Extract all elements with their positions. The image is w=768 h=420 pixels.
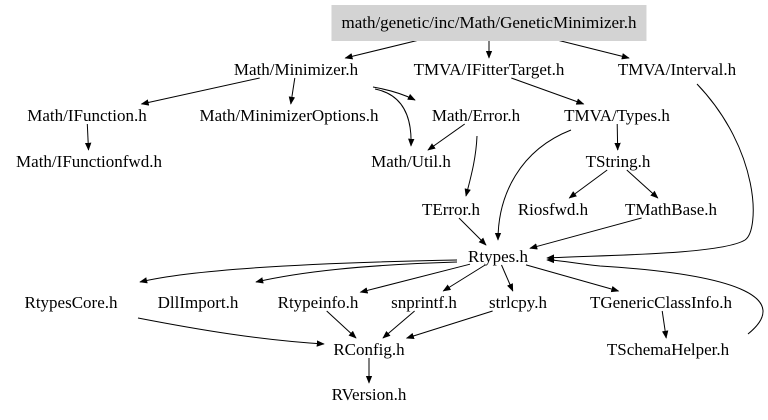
- node-dllimport[interactable]: DllImport.h: [157, 293, 239, 312]
- edge-rtypes-to-rtypeinfo: [359, 263, 471, 294]
- edge-rtypes-to-tgenericclassinfo: [525, 264, 620, 293]
- node-rtypescore[interactable]: RtypesCore.h: [24, 293, 118, 312]
- edge-matherror-to-mathutil: [427, 123, 465, 151]
- edge-tmvatypes-to-tstring: [614, 123, 621, 151]
- edge-root-to-minimizer: [344, 38, 424, 60]
- edge-rtypes-to-snprintf: [442, 264, 486, 292]
- node-tschemahelper[interactable]: TSchemaHelper.h: [606, 340, 730, 359]
- edge-rtypescore-to-rconfig: [137, 317, 325, 347]
- node-rtypeinfo[interactable]: Rtypeinfo.h: [277, 293, 359, 312]
- node-minimizeroptions[interactable]: Math/MinimizerOptions.h: [199, 106, 379, 125]
- node-interval[interactable]: TMVA/Interval.h: [617, 60, 737, 79]
- node-matherror[interactable]: Math/Error.h: [431, 106, 521, 125]
- node-tstring[interactable]: TString.h: [585, 152, 651, 171]
- edge-minimizer-to-minimizeroptions: [288, 77, 296, 105]
- edge-minimizer-to-mathutil: [374, 88, 415, 147]
- edge-root-to-interval: [552, 38, 630, 60]
- edge-tmvatypes-to-rtypes: [494, 129, 572, 241]
- edge-rtypes-to-dllimport: [255, 261, 458, 284]
- node-terror[interactable]: TError.h: [421, 200, 481, 219]
- node-tmvatypes[interactable]: TMVA/Types.h: [564, 106, 670, 125]
- node-strlcpy[interactable]: strlcpy.h: [489, 293, 547, 312]
- node-ifittertarget[interactable]: TMVA/IFitterTarget.h: [413, 60, 565, 79]
- edge-tgenericclassinfo-to-tschemahelper: [661, 310, 669, 339]
- node-tmathbase[interactable]: TMathBase.h: [624, 200, 718, 219]
- edge-rtypes-to-strlcpy: [501, 264, 514, 292]
- node-rconfig[interactable]: RConfig.h: [333, 340, 405, 359]
- edge-snprintf-to-rconfig: [382, 310, 415, 339]
- edge-rtypes-to-rtypescore: [139, 259, 458, 284]
- node-rversion[interactable]: RVersion.h: [331, 385, 407, 404]
- edge-interval-to-rtypes: [546, 83, 754, 261]
- edge-rtypeinfo-to-rconfig: [326, 310, 357, 339]
- edge-minimizer-to-matherror: [372, 86, 416, 101]
- node-minimizer[interactable]: Math/Minimizer.h: [233, 60, 359, 79]
- node-root[interactable]: math/genetic/inc/Math/GeneticMinimizer.h: [331, 5, 647, 41]
- edge-tmathbase-to-rtypes: [529, 217, 642, 250]
- edge-ifittertarget-to-tmvatypes: [511, 77, 585, 105]
- node-riosfwd[interactable]: Riosfwd.h: [517, 200, 589, 219]
- edge-ifunction-to-ifunctionfwd: [84, 123, 92, 151]
- edge-matherror-to-terror: [464, 135, 478, 197]
- node-snprintf[interactable]: snprintf.h: [391, 293, 457, 312]
- node-mathutil[interactable]: Math/Util.h: [371, 152, 451, 171]
- edge-terror-to-rtypes: [458, 217, 487, 246]
- node-ifunctionfwd[interactable]: Math/IFunctionfwd.h: [16, 152, 162, 171]
- node-rtypes[interactable]: Rtypes.h: [468, 247, 528, 266]
- edge-tschemahelper-to-rtypes: [546, 256, 764, 335]
- node-ifunction[interactable]: Math/IFunction.h: [27, 106, 147, 125]
- edge-tstring-to-tmathbase: [626, 169, 659, 199]
- edge-minimizer-to-ifunction: [140, 77, 260, 106]
- edge-strlcpy-to-rconfig: [405, 310, 493, 339]
- node-tgenericclassinfo[interactable]: TGenericClassInfo.h: [589, 293, 733, 312]
- edge-tstring-to-riosfwd: [568, 169, 608, 199]
